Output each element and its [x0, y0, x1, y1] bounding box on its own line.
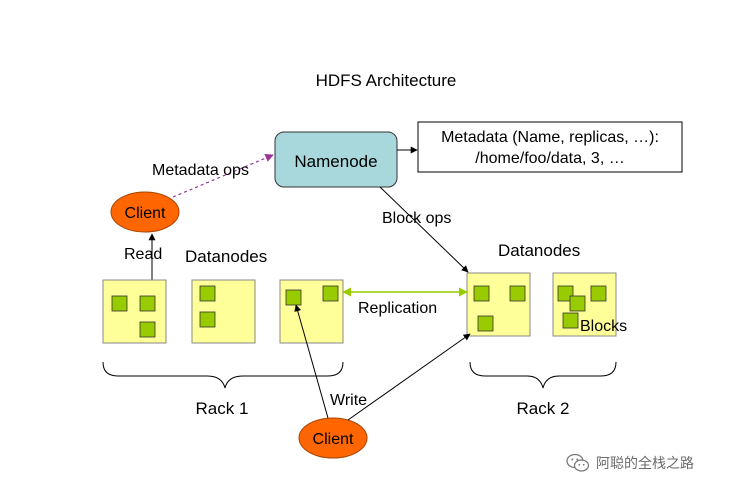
write-label: Write: [330, 392, 367, 409]
datanodes-right-label: Datanodes: [498, 241, 580, 260]
client-read-node: [110, 191, 180, 233]
block: [590, 285, 607, 302]
metadata-box: [417, 121, 683, 173]
write-arrow-rack2: [347, 333, 471, 421]
block: [473, 285, 490, 302]
block: [139, 321, 156, 338]
datanode-rack2-1: [466, 272, 531, 337]
block: [557, 285, 574, 302]
rack1-brace: [102, 361, 344, 389]
client-write-label: Client: [313, 431, 354, 448]
datanode-rack1-1: [102, 279, 167, 344]
namenode-label: Namenode: [294, 152, 377, 171]
block: [111, 295, 128, 312]
block: [477, 315, 494, 332]
wechat-icon: [566, 453, 590, 472]
watermark: 阿聪的全栈之路: [566, 452, 694, 474]
write-arrow-rack1: [294, 304, 329, 419]
datanodes-left-label: Datanodes: [185, 247, 267, 266]
block-ops-arrow: [379, 186, 469, 273]
block: [139, 295, 156, 312]
metadata-ops-arrow: [172, 154, 274, 198]
block: [569, 295, 586, 312]
block-ops-label: Block ops: [382, 210, 451, 227]
client-read-label: Client: [125, 205, 166, 222]
diagram-title: HDFS Architecture: [316, 71, 457, 90]
read-label: Read: [124, 246, 162, 263]
block: [322, 285, 339, 302]
rack2-brace: [469, 361, 617, 389]
metadata-line-1: Metadata (Name, replicas, …):: [441, 129, 659, 146]
block: [285, 289, 302, 306]
replication-label: Replication: [358, 300, 437, 317]
namenode-box: [274, 131, 398, 188]
block: [562, 312, 579, 329]
rack2-label: Rack 2: [517, 399, 570, 418]
metadata-line-2: /home/foo/data, 3, …: [475, 150, 624, 167]
blocks-label: Blocks: [580, 318, 627, 335]
rack1-label: Rack 1: [196, 399, 249, 418]
client-write-node: [298, 417, 368, 459]
watermark-text: 阿聪的全栈之路: [596, 456, 694, 472]
block: [509, 285, 526, 302]
block: [199, 311, 216, 328]
metadata-ops-label: Metadata ops: [152, 162, 249, 179]
block: [199, 285, 216, 302]
